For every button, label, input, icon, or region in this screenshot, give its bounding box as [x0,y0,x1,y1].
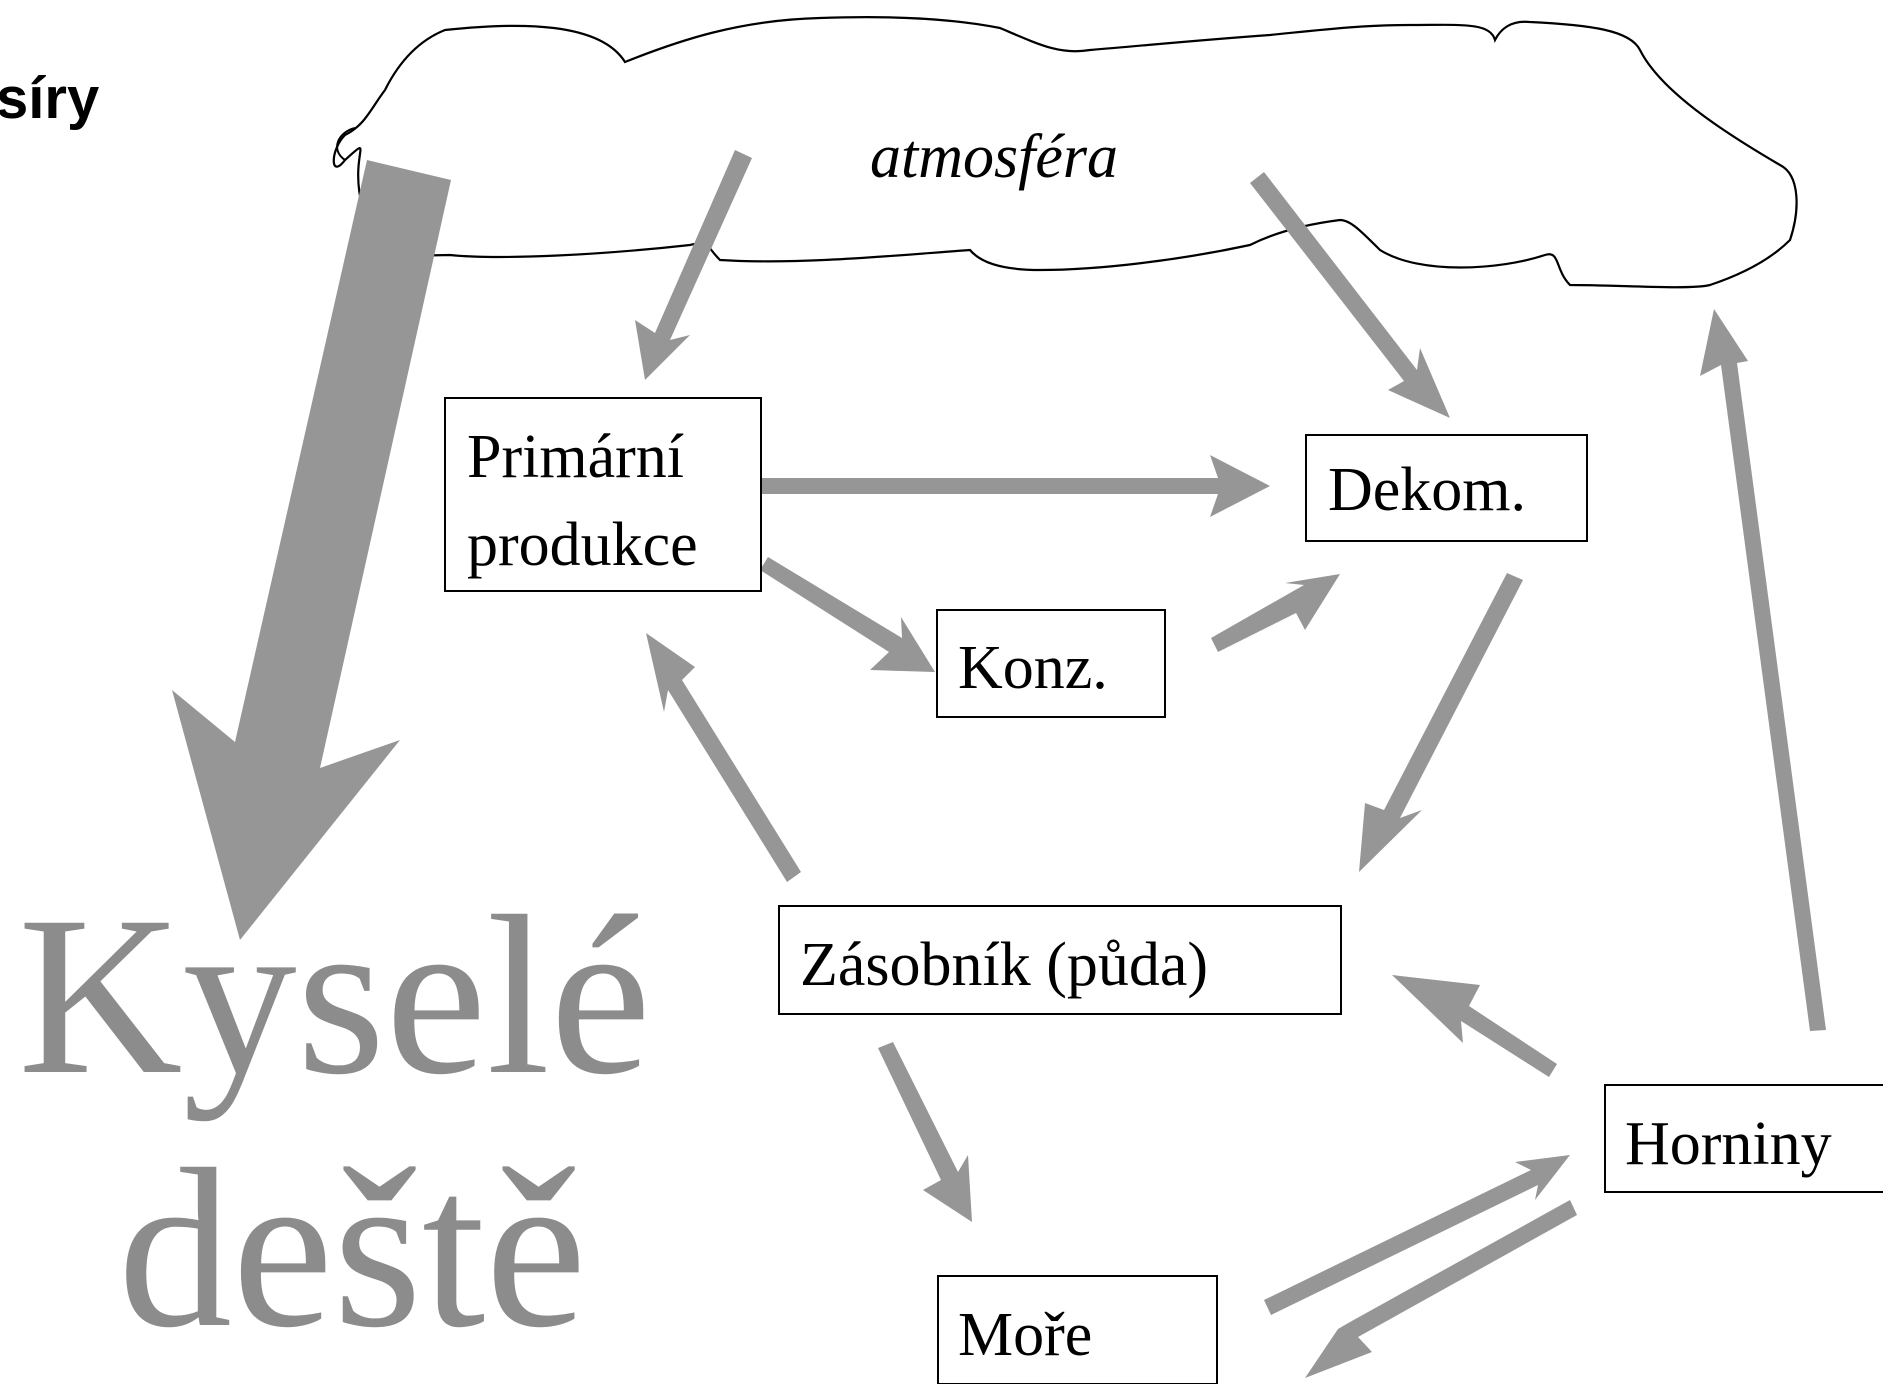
arrow-primary-to-decomp [762,455,1270,517]
atmosphere-label: atmosféra [870,123,1118,191]
node-primary-production [444,397,762,592]
sea-label: Moře [958,1301,1092,1369]
primary-line2: produkce [467,511,698,579]
node-sea [937,1275,1218,1384]
arrow-soil-to-primary [646,633,801,882]
decomp-label: Dekom. [1328,456,1526,524]
arrow-rocks-to-sea [1305,1200,1577,1378]
acid-rain-line1: Kyselé [18,870,651,1122]
atmosphere-cloud [332,16,1798,289]
corner-title: síry [0,66,99,131]
arrow-sea-to-rocks [1264,1155,1570,1315]
node-consumers [936,609,1166,718]
node-soil-reservoir [778,905,1342,1015]
arrow-consumers-to-decomp [1211,574,1340,652]
arrow-primary-to-consumers [760,557,935,672]
primary-line1: Primární [467,423,684,491]
arrow-atmosphere-to-decomp [1250,172,1450,418]
arrow-atmosphere-to-primary [635,150,752,380]
arrow-rocks-to-soil [1392,975,1557,1077]
soil-label: Zásobník (půda) [800,931,1208,999]
node-rocks [1604,1084,1883,1193]
cloud-detail [336,127,356,161]
node-decomposers [1305,434,1588,542]
rocks-label: Horniny [1625,1110,1832,1178]
arrow-decomp-to-soil [1359,573,1523,872]
acid-rain-arrow [172,160,451,940]
consumers-label: Konz. [958,634,1108,702]
acid-rain-line2: deště [118,1123,586,1375]
arrow-rocks-to-atmosphere [1700,309,1826,1031]
arrow-soil-to-sea [878,1042,972,1222]
